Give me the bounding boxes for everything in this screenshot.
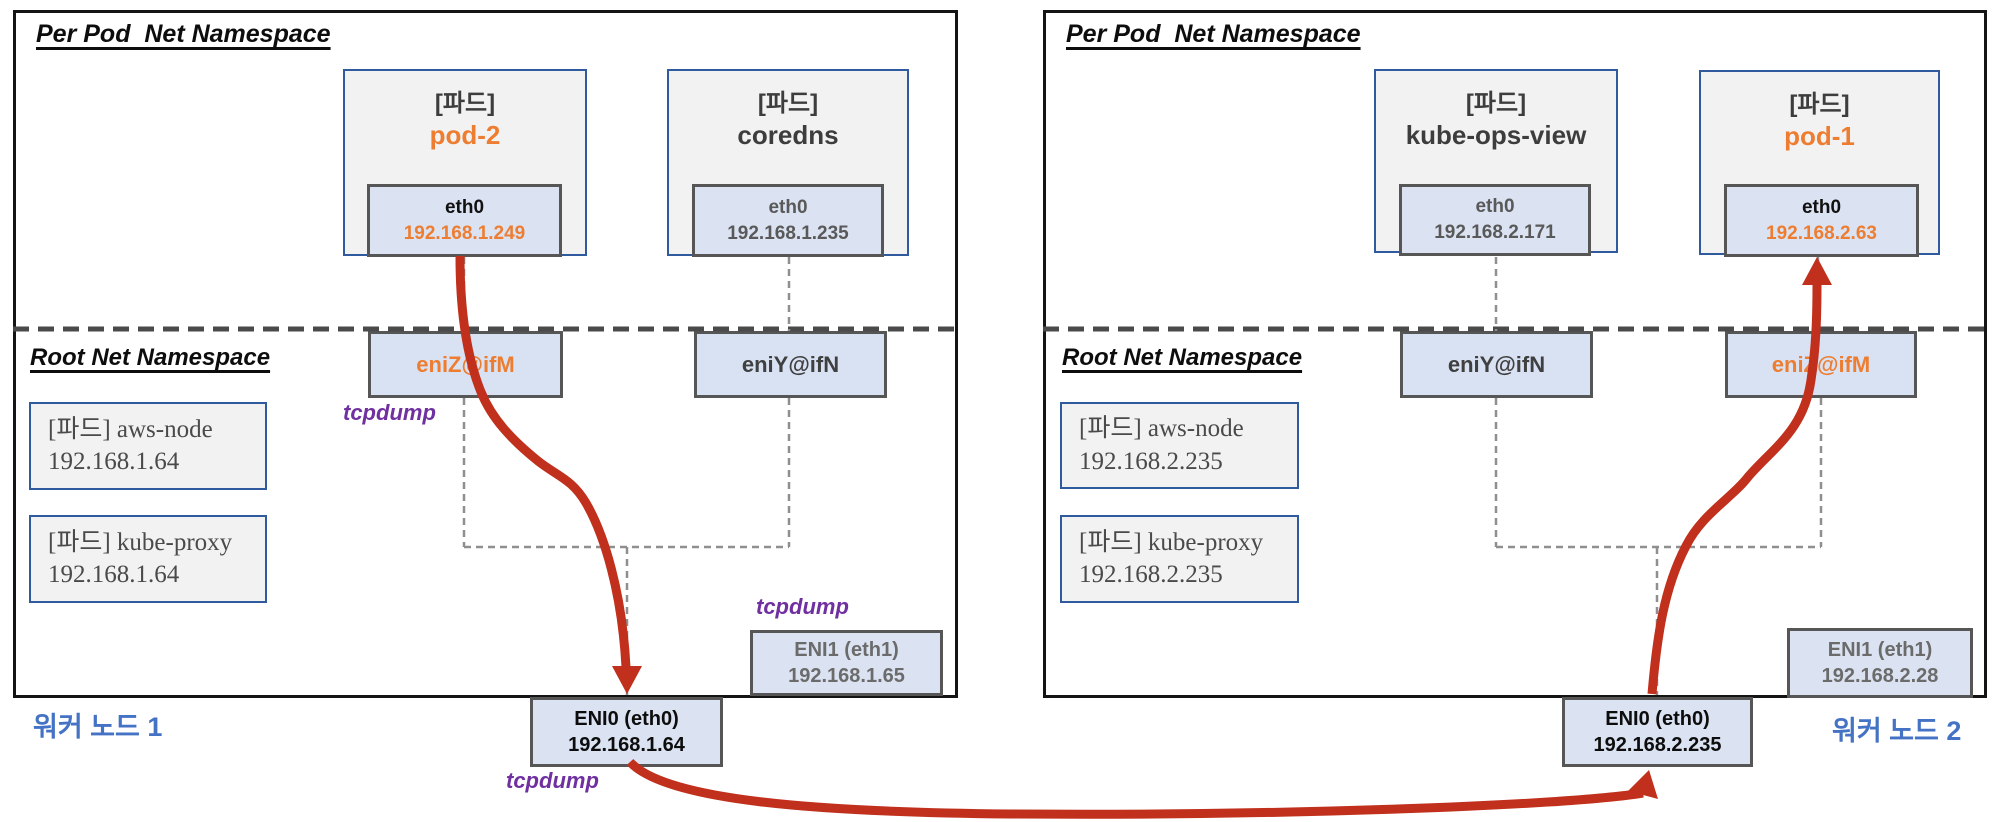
eni1-chip-node1: ENI1 (eth1) 192.168.1.65: [750, 630, 943, 696]
per-pod-namespace-title-node2: Per Pod Net Namespace: [1066, 20, 1361, 48]
pod-name: coredns: [737, 120, 839, 150]
pod-tag: [파드]: [1789, 91, 1850, 118]
veth-eniZ-ifM-node1: eniZ@ifM: [368, 331, 563, 398]
per-pod-namespace-title-node1: Per Pod Net Namespace: [36, 20, 331, 48]
eni-label: ENI1 (eth1): [794, 639, 899, 661]
veth-label: eniZ@ifM: [416, 351, 515, 377]
veth-label: eniY@ifN: [741, 351, 840, 377]
eni0-chip-node1: ENI0 (eth0) 192.168.1.64: [530, 697, 723, 767]
daemon-ip: 192.168.2.235: [1079, 561, 1223, 588]
pod-name: pod-1: [1784, 121, 1855, 151]
daemon-kube-proxy-node2: [파드] kube-proxy 192.168.2.235: [1060, 515, 1299, 603]
daemon-aws-node-node2: [파드] aws-node 192.168.2.235: [1060, 402, 1299, 489]
root-namespace-title-node2: Root Net Namespace: [1062, 344, 1303, 371]
eni0-chip-node2: ENI0 (eth0) 192.168.2.235: [1562, 697, 1753, 767]
eni-ip: 192.168.2.235: [1593, 734, 1722, 756]
tcpdump-label-eniZ-node1: tcpdump: [343, 400, 436, 425]
eni-ip: 192.168.2.28: [1821, 665, 1939, 687]
iface-name: eth0: [768, 196, 808, 218]
daemon-ip: 192.168.1.64: [48, 561, 180, 588]
arrowhead-into-eni0-node2: [1628, 770, 1658, 799]
daemon-name: [파드] aws-node: [48, 415, 213, 443]
worker-node-1-label: 워커 노드 1: [33, 712, 163, 742]
daemon-ip: 192.168.1.64: [48, 448, 180, 475]
pod-name: pod-2: [429, 120, 501, 150]
pod-1-eth0-chip: eth0 192.168.2.63: [1724, 184, 1919, 257]
eni-label: ENI0 (eth0): [1605, 708, 1710, 730]
iface-ip: 192.168.2.171: [1434, 222, 1556, 243]
daemon-name: [파드] aws-node: [1079, 415, 1244, 442]
veth-label: eniZ@ifM: [1771, 351, 1871, 377]
red-arrow-node1-to-node2: [626, 758, 1644, 819]
eni-label: ENI0 (eth0): [574, 708, 679, 730]
worker-node-2-label: 워커 노드 2: [1832, 716, 1962, 746]
eni-ip: 192.168.1.64: [568, 734, 685, 756]
veth-eniY-ifN-node1: eniY@ifN: [694, 331, 887, 398]
iface-name: eth0: [444, 196, 485, 218]
tcpdump-label-eni0-node1: tcpdump: [506, 768, 599, 793]
pod-name: kube-ops-view: [1405, 120, 1587, 150]
iface-ip: 192.168.2.63: [1766, 222, 1877, 244]
kube-ops-view-eth0-chip: eth0 192.168.2.171: [1399, 184, 1591, 256]
iface-ip: 192.168.1.235: [727, 222, 849, 244]
pod-2-eth0-chip: eth0 192.168.1.249: [367, 184, 562, 257]
eni-label: ENI1 (eth1): [1827, 639, 1933, 661]
iface-name: eth0: [1475, 196, 1515, 218]
daemon-ip: 192.168.2.235: [1079, 447, 1223, 475]
coredns-eth0-chip: eth0 192.168.1.235: [692, 184, 884, 257]
daemon-kube-proxy-node1: [파드] kube-proxy 192.168.1.64: [29, 515, 267, 603]
daemon-aws-node-node1: [파드] aws-node 192.168.1.64: [29, 402, 267, 490]
veth-eniY-ifN-node2: eniY@ifN: [1400, 331, 1593, 398]
tcpdump-label-eni1-node1: tcpdump: [756, 594, 849, 619]
root-namespace-title-node1: Root Net Namespace: [30, 344, 271, 371]
veth-label: eniY@ifN: [1447, 351, 1546, 377]
daemon-name: [파드] kube-proxy: [1079, 528, 1264, 556]
iface-ip: 192.168.1.249: [403, 222, 526, 244]
daemon-name: [파드] kube-proxy: [48, 528, 233, 556]
pod-tag: [파드]: [434, 90, 496, 117]
veth-eniZ-ifM-node2: eniZ@ifM: [1725, 331, 1917, 398]
eni-ip: 192.168.1.65: [788, 665, 905, 687]
eni1-chip-node2: ENI1 (eth1) 192.168.2.28: [1787, 628, 1973, 698]
pod-tag: [파드]: [1465, 90, 1527, 117]
pod-tag: [파드]: [757, 90, 819, 117]
iface-name: eth0: [1801, 196, 1842, 218]
